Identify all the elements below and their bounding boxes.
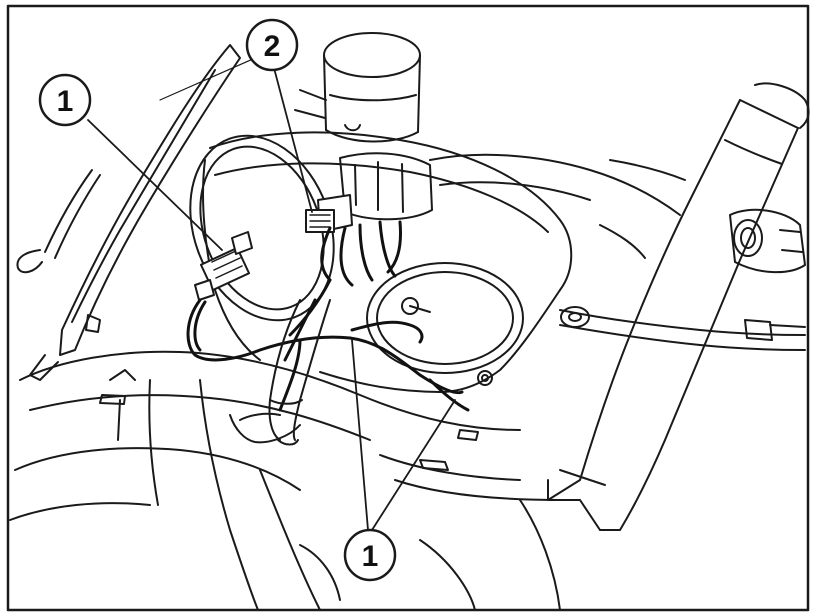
callout-1-top-left xyxy=(38,73,223,251)
callout-circle xyxy=(343,528,397,582)
right-switch-housing xyxy=(729,208,806,274)
callout-2-top xyxy=(159,18,313,213)
callout-1-bottom xyxy=(343,339,456,582)
left-windscreen-bracket xyxy=(29,44,241,381)
callout-label-2: 2 xyxy=(264,30,281,63)
upper-support xyxy=(429,153,686,259)
fluid-reservoir xyxy=(294,32,421,143)
fairing-body xyxy=(9,350,561,611)
wiring-harness xyxy=(186,220,470,412)
connector-block xyxy=(305,152,433,233)
figure-border xyxy=(6,4,810,612)
right-lever-assembly xyxy=(559,306,806,351)
right-fork-tube xyxy=(547,82,810,531)
callout-circle xyxy=(38,73,92,127)
connector-left xyxy=(194,231,253,301)
callout-label-1-top: 1 xyxy=(57,85,74,118)
left-mirror-stem xyxy=(16,169,101,274)
callout-circle xyxy=(245,18,299,72)
wire-loom xyxy=(268,299,331,446)
callout-label-1-bottom: 1 xyxy=(362,540,379,573)
